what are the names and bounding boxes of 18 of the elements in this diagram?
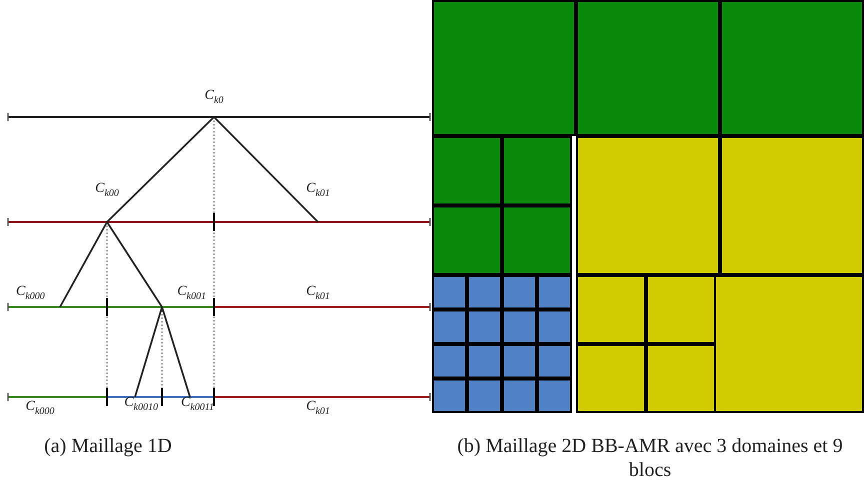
tree-branch	[134, 306, 163, 398]
node-label: C$_{k0010}$	[124, 395, 158, 415]
node-label: C$_{k0011}$	[180, 395, 214, 415]
interval-label: C$_{k01}$	[306, 399, 330, 419]
tree-branch	[161, 306, 191, 398]
tree-branch	[106, 222, 163, 308]
node-label: C$_{k01}$	[306, 181, 330, 201]
figure-caption: (a) Maillage 1D	[43, 434, 173, 458]
node-label: C$_{k001}$	[177, 284, 206, 304]
interval-label: C$_{k000}$	[26, 399, 54, 419]
tree-branch	[213, 116, 319, 223]
tree-branch	[106, 116, 215, 223]
tree-branch	[59, 222, 108, 308]
figure-caption: (b) Maillage 2D BB-AMR avec 3 domaines et 9 blocs	[456, 434, 844, 482]
interval-label: C$_{k01}$	[306, 284, 330, 304]
node-label: C$_{k0}$	[204, 88, 224, 108]
node-label: C$_{k000}$	[16, 284, 45, 304]
node-label: C$_{k00}$	[95, 181, 119, 201]
